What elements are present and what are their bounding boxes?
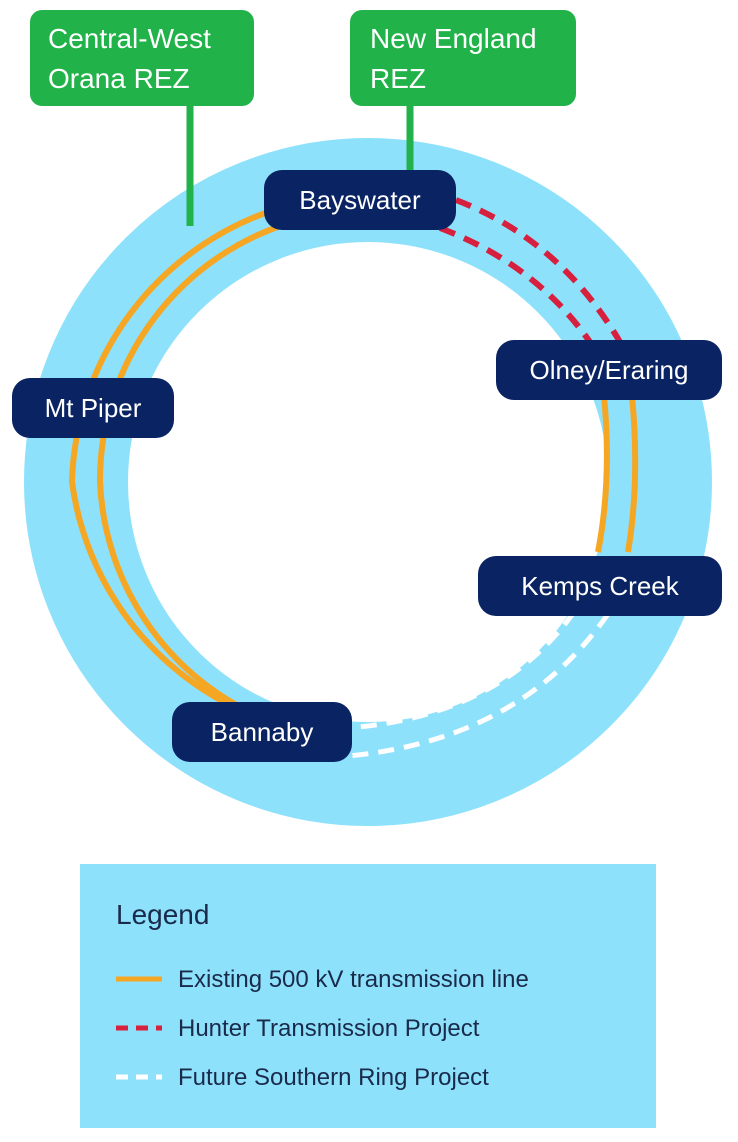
node-olney-eraring-label: Olney/Eraring (530, 355, 689, 385)
node-bannaby-label: Bannaby (211, 717, 314, 747)
rez-new-england-line2: REZ (370, 63, 426, 94)
legend-item-existing: Existing 500 kV transmission line (178, 966, 529, 993)
rez-new-england-line1: New England (370, 23, 537, 54)
node-kemps-creek: Kemps Creek (478, 556, 722, 616)
existing-line-inner-left (96, 223, 282, 725)
legend-background (80, 864, 656, 1128)
rez-box-new-england: New England REZ (350, 10, 576, 106)
legend: Legend Existing 500 kV transmission line… (80, 864, 656, 1128)
legend-item-hunter: Hunter Transmission Project (178, 1015, 480, 1042)
legend-title: Legend (116, 899, 209, 930)
hunter-line-outer (454, 197, 623, 344)
existing-line-outer-left (68, 205, 281, 713)
node-bannaby: Bannaby (172, 702, 352, 762)
node-kemps-creek-label: Kemps Creek (521, 571, 679, 601)
existing-line-inner-right (595, 395, 610, 553)
node-mt-piper-label: Mt Piper (45, 393, 142, 423)
rez-central-west-line1: Central-West (48, 23, 211, 54)
future-line-outer (347, 612, 611, 759)
node-olney-eraring: Olney/Eraring (496, 340, 722, 400)
node-bayswater: Bayswater (264, 170, 456, 230)
node-mt-piper: Mt Piper (12, 378, 174, 438)
rez-central-west-line2: Orana REZ (48, 63, 190, 94)
existing-line-outer-right (625, 395, 639, 553)
future-line-inner (347, 610, 577, 731)
legend-item-future: Future Southern Ring Project (178, 1064, 489, 1091)
node-bayswater-label: Bayswater (299, 185, 421, 215)
rez-box-central-west: Central-West Orana REZ (30, 10, 254, 106)
